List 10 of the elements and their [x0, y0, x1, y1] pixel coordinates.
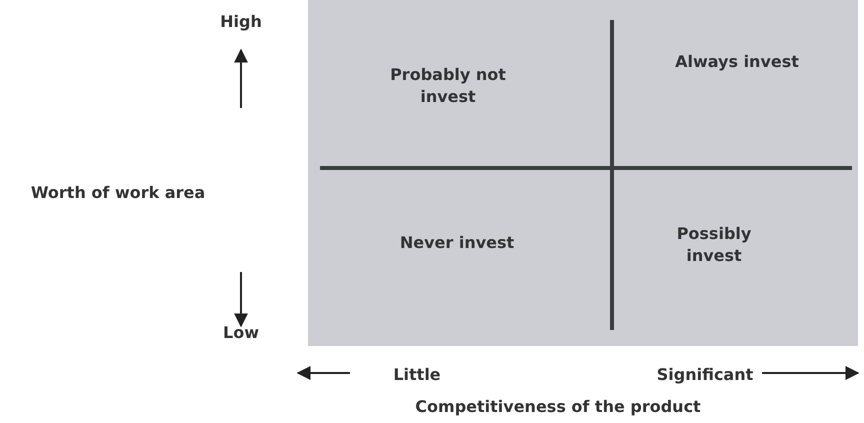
- axis-label: Little: [393, 364, 441, 386]
- quadrant-label: Possibly invest: [676, 223, 752, 267]
- axis-label: Low: [223, 322, 259, 344]
- axis-label: High: [220, 11, 262, 33]
- quadrant-label: Probably not invest: [389, 64, 507, 108]
- quadrant-label: Always invest: [675, 51, 799, 73]
- axis-title: Worth of work area: [30, 182, 206, 204]
- quadrant-label: Never invest: [400, 232, 514, 254]
- axis-title: Competitiveness of the product: [415, 396, 701, 418]
- axis-label: Significant: [656, 364, 754, 386]
